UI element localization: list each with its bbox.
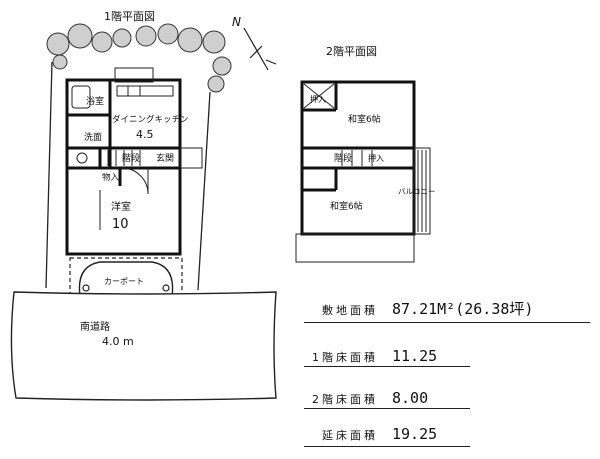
floor2-title: 2階平面図 — [326, 44, 377, 58]
carport-label: カーポート — [104, 277, 144, 286]
carport — [69, 257, 183, 299]
floor1-area-label: 1階床面積 — [312, 351, 378, 364]
room-entrance-label: 玄関 — [156, 152, 174, 164]
room-bath-label: 浴室 — [86, 95, 104, 107]
site-area-label: 敷地面積 — [322, 304, 378, 317]
road-outline — [10, 291, 277, 401]
room-stairs2-label: 階段 — [334, 152, 352, 164]
compass-label: N — [232, 15, 241, 29]
room-closet-mid-label: 押入 — [368, 153, 384, 163]
room-western-label: 洋室 — [111, 200, 131, 213]
floor1-area-value: 11.25 — [392, 347, 438, 365]
room-japanese-bottom-label: 和室6帖 — [330, 200, 363, 212]
floor2-area-label: 2階床面積 — [312, 393, 378, 406]
room-stairs-label: 階段 — [122, 152, 140, 164]
road-width: 4.0 m — [102, 335, 134, 348]
site-area-value: 87.21M²(26.38坪) — [392, 300, 534, 318]
floor2-area-row: 2階床面積 8.00 — [312, 388, 428, 407]
room-japanese-top-label: 和室6帖 — [348, 113, 381, 125]
site-area-rule — [304, 322, 590, 323]
floor1-area-rule — [304, 366, 470, 367]
total-area-label: 延床面積 — [322, 429, 378, 442]
floor1-details — [71, 67, 203, 230]
floor2-details — [295, 83, 431, 263]
floor2-area-rule — [304, 408, 470, 409]
total-area-rule — [304, 446, 470, 447]
total-area-value: 19.25 — [392, 425, 438, 443]
floor1-title: 1階平面図 — [104, 9, 155, 23]
lot-boundary — [45, 61, 211, 291]
compass-icon — [243, 27, 277, 71]
room-balcony-label: バルコニー — [398, 187, 435, 196]
site-area-row: 敷地面積 87.21M²(26.38坪) — [322, 298, 533, 319]
floor1-area-row: 1階床面積 11.25 — [312, 346, 437, 365]
room-wash-label: 洗面 — [84, 131, 102, 143]
room-closet-top-label: 押入 — [310, 94, 326, 104]
room-dining-kitchen-size: 4.5 — [136, 128, 154, 141]
floor2-area-value: 8.00 — [392, 389, 429, 407]
total-area-row: 延床面積 19.25 — [322, 424, 437, 443]
room-dining-kitchen-label: ダイニングキッチン — [112, 114, 189, 125]
room-western-size: 10 — [112, 217, 129, 232]
room-storage-label: 物入 — [102, 172, 120, 183]
trees — [46, 23, 232, 93]
road-label: 南道路 — [80, 320, 110, 333]
